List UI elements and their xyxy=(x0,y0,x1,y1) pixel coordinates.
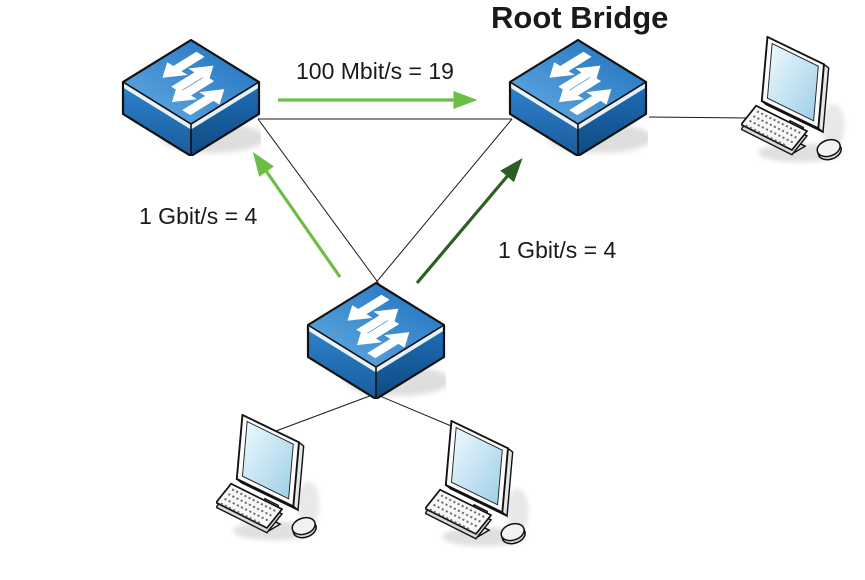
path-cost-label-left: 1 Gbit/s = 4 xyxy=(139,203,258,229)
path-cost-label-right: 1 Gbit/s = 4 xyxy=(498,237,617,263)
link-rootbridge-workstation xyxy=(648,116,750,119)
path-cost-arrow-right xyxy=(415,158,523,285)
link-leftswitch-bottomswitch xyxy=(257,118,386,293)
path-cost-label-top: 100 Mbit/s = 19 xyxy=(296,58,454,84)
link-bottomswitch-left-workstation xyxy=(275,393,376,432)
link-rootbridge-bottomswitch xyxy=(368,118,513,292)
path-cost-arrow-left xyxy=(252,152,342,278)
link-bottomswitch-right-workstation xyxy=(374,393,457,429)
root-bridge-label: Root Bridge xyxy=(491,0,669,35)
